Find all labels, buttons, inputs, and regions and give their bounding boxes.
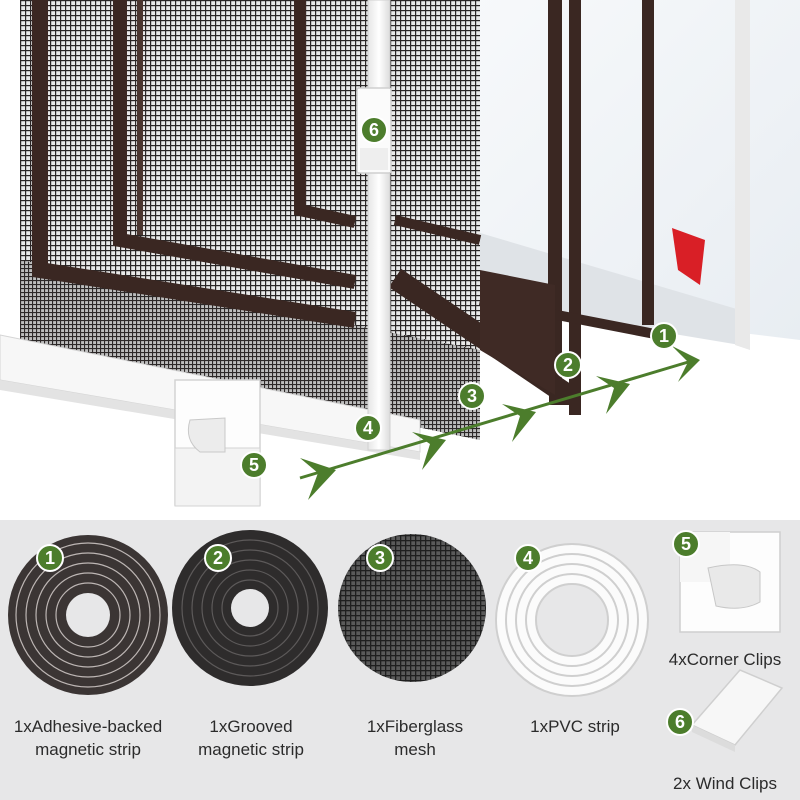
scene-badge-5: 5 [240, 451, 268, 479]
component-label-6: 2x Wind Clips [652, 772, 798, 795]
component-label-3: 1xFiberglass mesh [340, 715, 490, 761]
scene-badge-6: 6 [360, 116, 388, 144]
component-label-2: 1xGrooved magnetic strip [176, 715, 326, 761]
components-panel: 1 2 3 4 5 6 1xAdhesive-backed magnetic s… [0, 520, 800, 800]
red-adhesive-tape [672, 228, 705, 285]
adhesive-magnetic-strip-coil-icon [8, 535, 168, 695]
chevron-icon [502, 404, 536, 442]
component-badge-5: 5 [672, 530, 700, 558]
component-label-4-line1: 1xPVC strip [530, 717, 620, 736]
installation-direction-arrow [299, 346, 700, 500]
component-label-5-line1: 4xCorner Clips [668, 650, 782, 669]
component-label-1-line1: 1xAdhesive-backed [13, 717, 163, 736]
component-label-3-line2: mesh [394, 740, 436, 759]
component-label-6-line1: 2x Wind Clips [673, 774, 777, 793]
grooved-magnetic-strip-coil-icon [172, 530, 328, 686]
scene-badge-2: 2 [554, 351, 582, 379]
wind-clip-icon [690, 669, 784, 752]
installation-scene [0, 0, 800, 507]
component-label-1: 1xAdhesive-backed magnetic strip [0, 715, 176, 761]
chevron-icon [300, 458, 336, 500]
magnetic-strip-frames [32, 0, 661, 415]
component-badge-6: 6 [666, 708, 694, 736]
component-badge-3: 3 [366, 544, 394, 572]
scene-badge-4: 4 [354, 414, 382, 442]
component-label-1-line2: magnetic strip [35, 740, 141, 759]
fiberglass-mesh-disc-icon [338, 534, 486, 682]
chevron-icon [596, 376, 630, 414]
chevron-icon [412, 432, 446, 470]
component-label-2-line2: magnetic strip [198, 740, 304, 759]
chevron-icon [672, 346, 700, 382]
pvc-strip-coil-icon [495, 543, 649, 697]
component-badge-1: 1 [36, 544, 64, 572]
component-badge-4: 4 [514, 544, 542, 572]
component-label-2-line1: 1xGrooved [209, 717, 293, 736]
component-label-3-line1: 1xFiberglass [366, 717, 464, 736]
component-badge-2: 2 [204, 544, 232, 572]
scene-badge-3: 3 [458, 382, 486, 410]
vertical-pvc-strip [367, 0, 391, 451]
components-illustrations [8, 530, 784, 752]
component-label-5: 4xCorner Clips [652, 648, 798, 671]
corner-clip-mounted [174, 379, 261, 507]
scene-badge-1: 1 [650, 322, 678, 350]
component-label-4: 1xPVC strip [500, 715, 650, 738]
